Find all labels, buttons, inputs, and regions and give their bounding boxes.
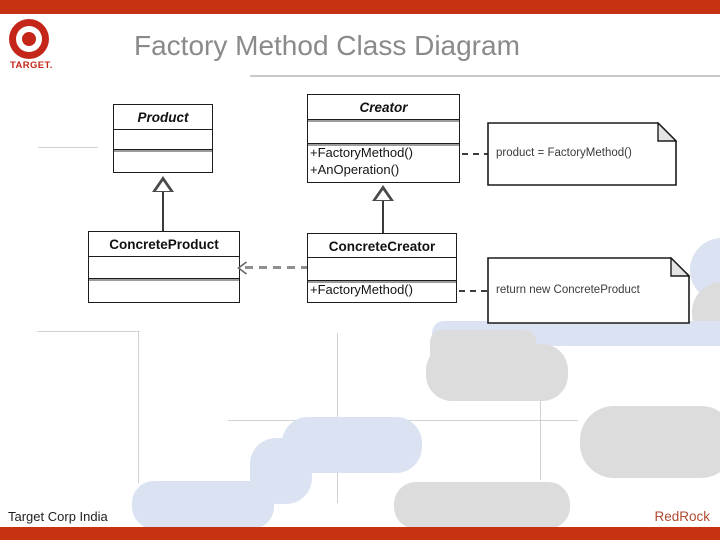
inheritance-line: [382, 201, 384, 233]
template-line: [38, 147, 98, 148]
class-methods-compartment: [114, 149, 212, 171]
dependency-arrowhead-icon: [237, 261, 247, 275]
title-underline: [250, 75, 720, 77]
note-text: return new ConcreteProduct: [496, 284, 640, 296]
background-shape: [132, 481, 274, 529]
top-red-bar: [0, 0, 720, 14]
inheritance-line: [162, 192, 164, 231]
class-method: +FactoryMethod(): [310, 145, 413, 160]
note-shape: [487, 257, 690, 324]
footer-template-name: RedRock: [654, 509, 710, 524]
class-box-concrete-creator: ConcreteCreator +FactoryMethod(): [307, 233, 457, 303]
template-line: [540, 333, 541, 480]
inheritance-arrow-icon: [372, 185, 394, 201]
class-attributes-compartment: [308, 257, 456, 280]
note-connector-line: [462, 153, 488, 155]
background-shape: [580, 406, 720, 478]
class-methods-compartment: +FactoryMethod(): [308, 280, 456, 300]
note-text: product = FactoryMethod(): [496, 147, 632, 159]
template-line: [37, 331, 140, 332]
template-line: [138, 331, 139, 483]
class-name: Creator: [359, 100, 408, 115]
inheritance-arrow-icon: [152, 176, 174, 192]
bottom-red-bar: [0, 527, 720, 540]
class-box-creator: Creator +FactoryMethod() +AnOperation(): [307, 94, 460, 183]
class-method: +AnOperation(): [310, 162, 400, 177]
class-attributes-compartment: [114, 129, 212, 149]
background-shape: [394, 482, 570, 529]
class-name: ConcreteCreator: [328, 239, 436, 254]
class-box-product: Product: [113, 104, 213, 173]
class-name: Product: [137, 110, 189, 125]
footer-company-text: Target Corp India: [8, 509, 108, 524]
class-attributes-compartment: [89, 256, 239, 278]
dependency-line: [245, 266, 307, 269]
class-methods-compartment: [89, 278, 239, 301]
class-method: +FactoryMethod(): [310, 282, 413, 297]
note-connector-line: [459, 290, 488, 292]
class-name: ConcreteProduct: [109, 237, 219, 252]
target-logo-wordmark: TARGET.: [10, 60, 53, 71]
background-shape: [426, 344, 568, 401]
class-attributes-compartment: [308, 119, 459, 143]
page-title: Factory Method Class Diagram: [134, 30, 520, 61]
class-box-concrete-product: ConcreteProduct: [88, 231, 240, 303]
target-logo-icon: [22, 32, 36, 46]
note-shape: [487, 122, 677, 186]
class-methods-compartment: +FactoryMethod() +AnOperation(): [308, 143, 459, 181]
